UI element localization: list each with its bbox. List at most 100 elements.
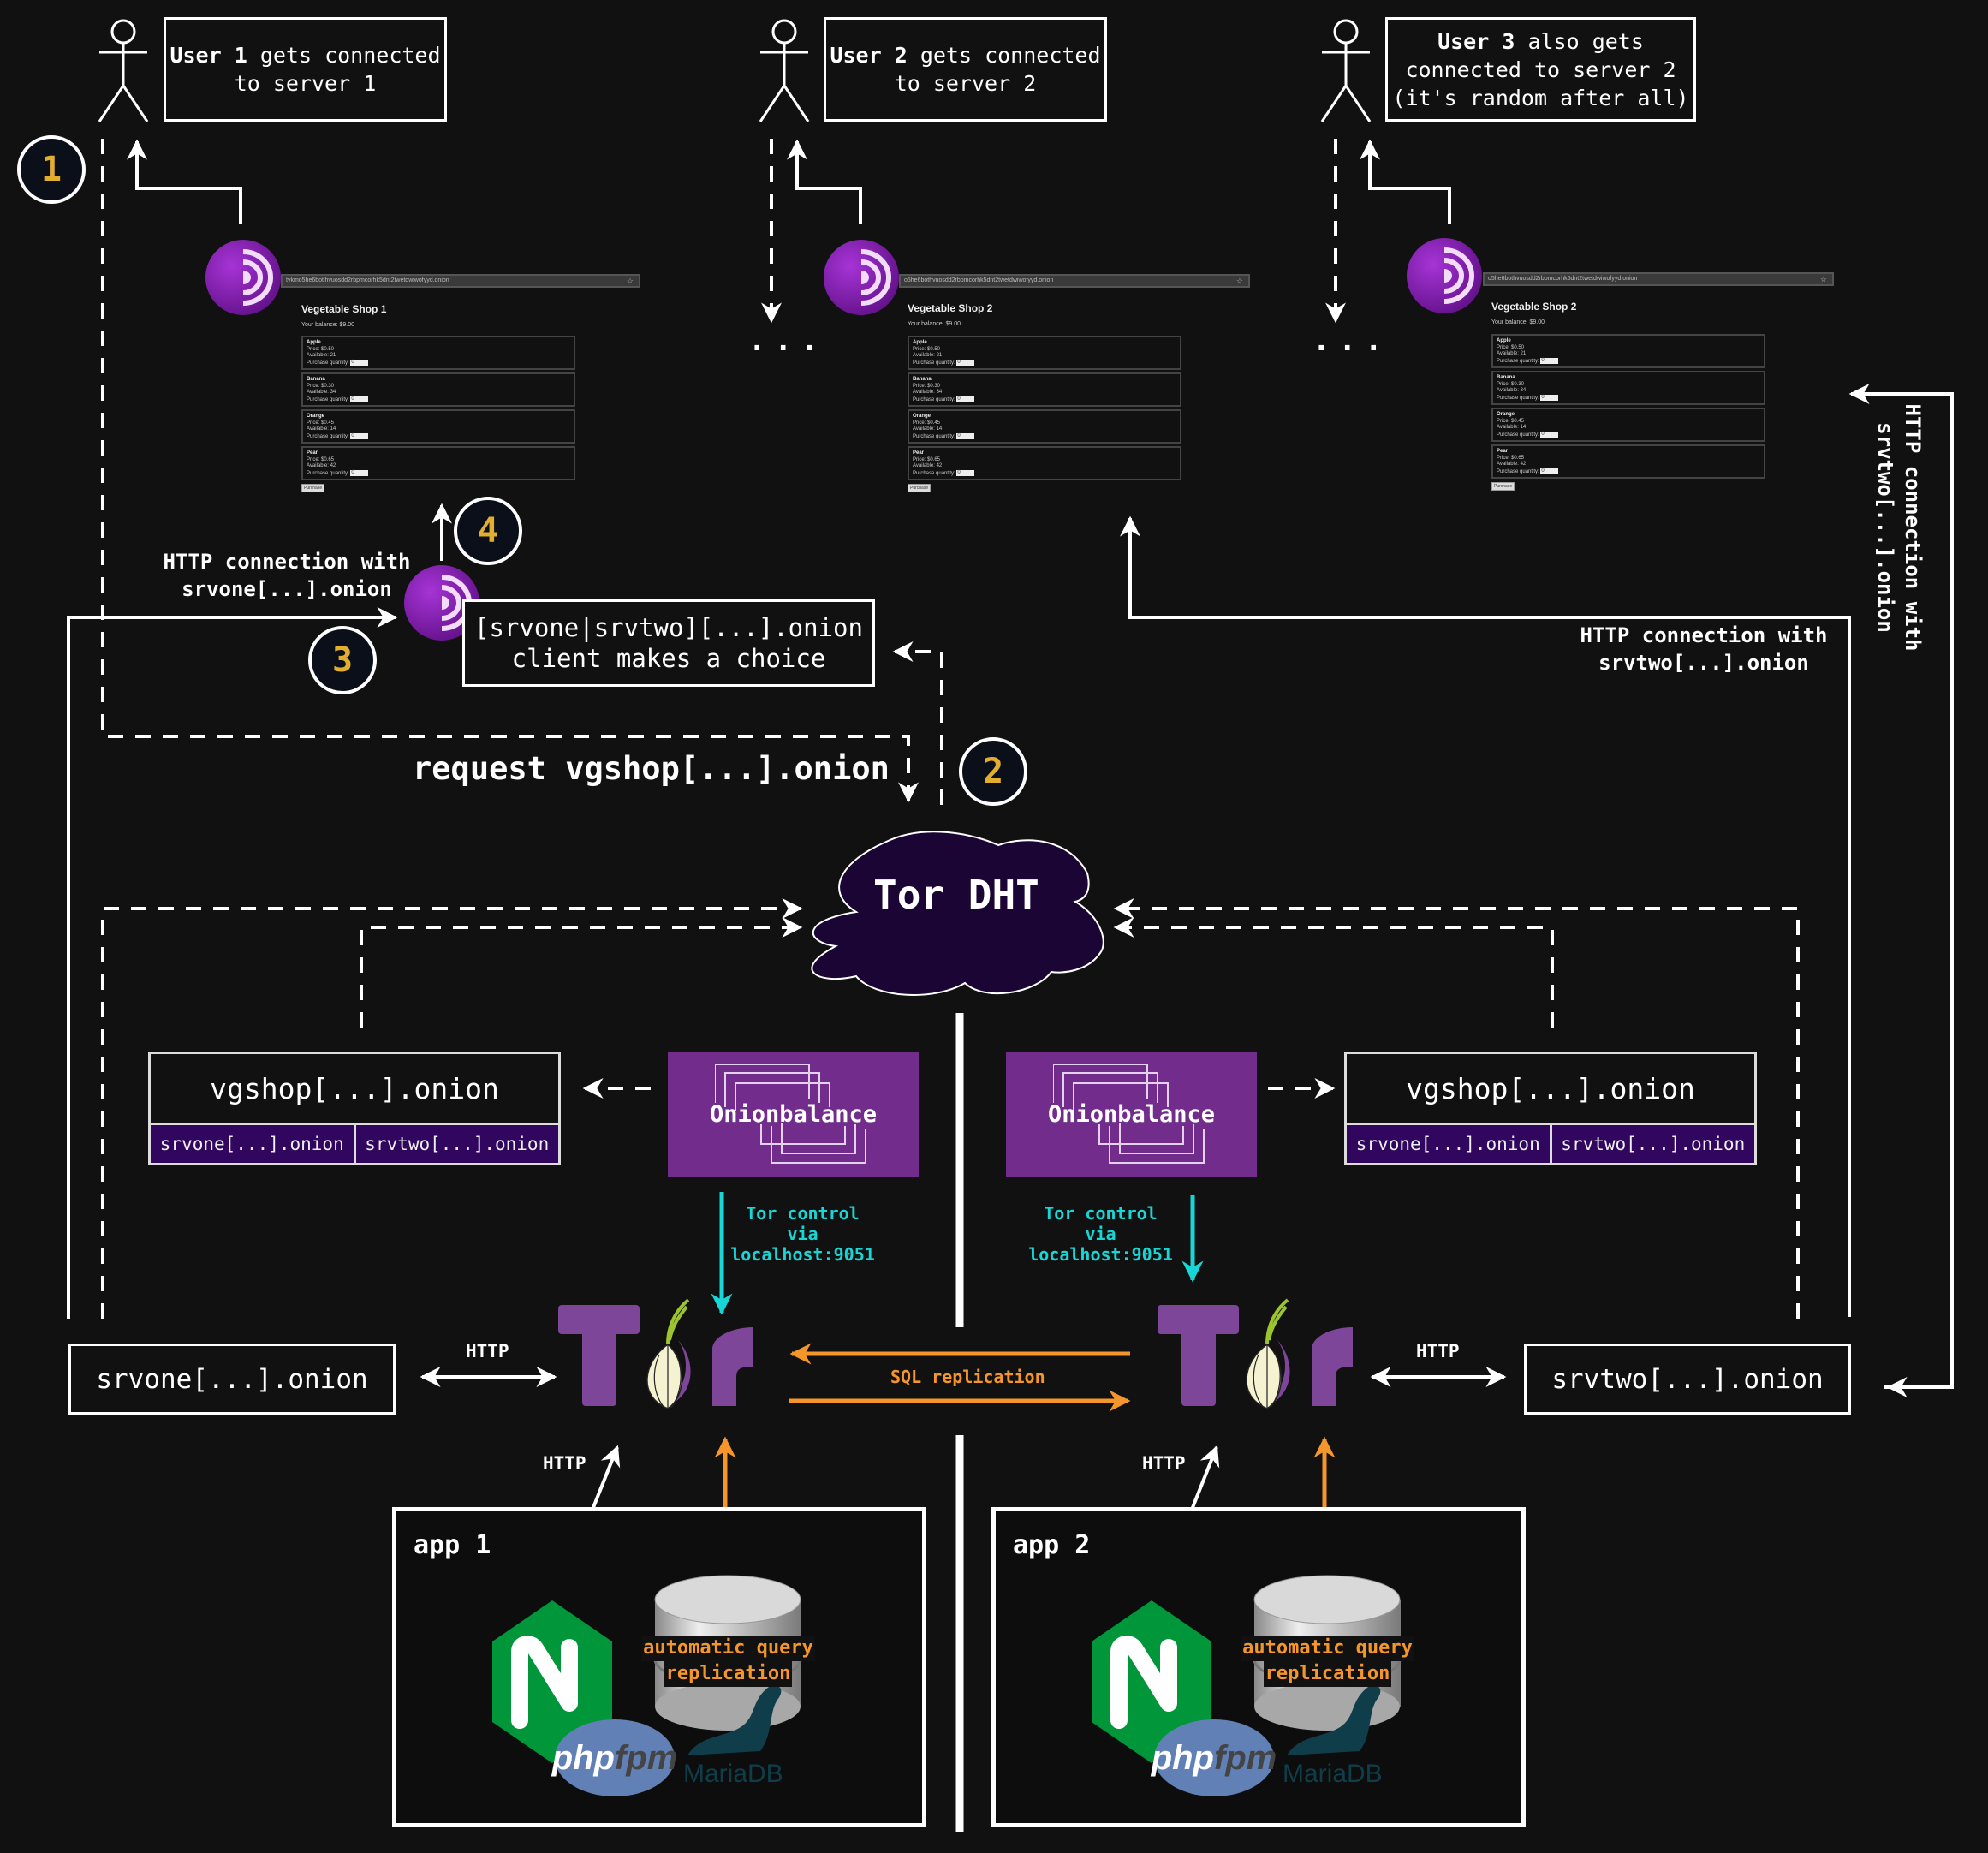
qty-label: Purchase quantity:: [307, 470, 349, 476]
user2-desc: gets connected to server 2: [894, 43, 1101, 96]
mariadb-seal-icon: [687, 1685, 782, 1755]
step-3-badge: 3: [308, 626, 377, 694]
user1-figure: [96, 17, 151, 128]
quantity-input[interactable]: 0: [350, 469, 369, 476]
quantity-input[interactable]: 0: [1540, 394, 1559, 401]
step-1-badge: 1: [17, 135, 86, 204]
quantity-input[interactable]: 0: [956, 396, 975, 402]
user1-name: User 1: [170, 43, 247, 68]
http-srvone-label: HTTP connection with srvone[...].onion: [163, 550, 411, 601]
product-name: Apple: [307, 340, 321, 345]
quantity-input[interactable]: 0: [956, 469, 975, 476]
product-price: Price: $0.50: [913, 346, 941, 352]
balance-text: Your balance: $9.00: [301, 322, 355, 328]
purchase-button[interactable]: Purchase: [1491, 482, 1515, 491]
quantity-input[interactable]: 0: [350, 432, 369, 439]
product-name: Orange: [307, 414, 325, 419]
shop-window-2: o5he6bothvuosdd2rbpmcorhk5dnt2twetdwiwof…: [899, 274, 1250, 497]
arrow-browser2-to-user2: [787, 139, 862, 224]
quantity-input[interactable]: 0: [1540, 468, 1559, 474]
http-label-app1: HTTP: [543, 1453, 586, 1474]
product-price: Price: $0.50: [307, 346, 335, 352]
quantity-input[interactable]: 0: [956, 359, 975, 366]
product-name: Banana: [1497, 375, 1515, 380]
product-price: Price: $0.30: [1497, 381, 1525, 387]
quantity-input[interactable]: 0: [1540, 357, 1559, 364]
phpfpm-fpm: fpm: [615, 1738, 678, 1777]
stick-figure-icon: [98, 19, 149, 122]
product-name: Apple: [913, 340, 927, 345]
purchase-button[interactable]: Purchase: [301, 484, 325, 492]
dashed-dht-to-choice: [892, 641, 943, 805]
user3-desc: also gets connected to server 2 (it's ra…: [1392, 28, 1689, 110]
url-bar[interactable]: tykmo5he6botlhvuosdd2rbpmcorhk5dnt2twetd…: [281, 274, 640, 288]
shop-window-1: tykmo5he6botlhvuosdd2rbpmcorhk5dnt2twetd…: [281, 274, 640, 497]
auto-query-line2: replication: [664, 1661, 793, 1687]
arrow-browser1-to-user1: [127, 139, 242, 224]
product-available: Available: 21: [307, 353, 336, 358]
url-text: o5he6bothvuosdd2rbpmcorhk5dnt2twetdwiwof…: [904, 277, 1054, 283]
product-name: Apple: [1497, 338, 1511, 343]
url-bar[interactable]: o5he6bothvuosdd2rbpmcorhk5dnt2twetdwiwof…: [1483, 272, 1834, 286]
auto-query-line2: replication: [1263, 1661, 1392, 1687]
tor-onion-logo-icon: [1158, 1298, 1353, 1409]
backend-srvtwo: srvtwo[...].onion: [1549, 1125, 1755, 1163]
tor-control-label-1: Tor control via localhost:9051: [730, 1203, 875, 1265]
product-price: Price: $0.65: [1497, 455, 1525, 461]
quantity-input[interactable]: 0: [350, 359, 369, 366]
user1-desc: gets connected to server 1: [234, 43, 441, 96]
product-name: Banana: [913, 377, 932, 382]
bookmark-star-icon[interactable]: ☆: [1235, 277, 1243, 285]
quantity-input[interactable]: 0: [1540, 431, 1559, 438]
tor-browser-icon-2: [824, 240, 899, 315]
bookmark-star-icon[interactable]: ☆: [1819, 275, 1827, 283]
url-bar[interactable]: o5he6bothvuosdd2rbpmcorhk5dnt2twetdwiwof…: [899, 274, 1250, 288]
qty-label: Purchase quantity:: [307, 360, 349, 366]
shop-title: Vegetable Shop 2: [908, 302, 993, 314]
user3-figure: [1318, 17, 1373, 128]
qty-label: Purchase quantity:: [307, 433, 349, 439]
user2-note: User 2 gets connected to server 2: [824, 17, 1107, 122]
bookmark-star-icon[interactable]: ☆: [626, 277, 634, 285]
http-label-app2: HTTP: [1142, 1453, 1186, 1474]
product-name: Orange: [1497, 412, 1515, 417]
qty-label: Purchase quantity:: [913, 433, 955, 439]
srvtwo-box: srvtwo[...].onion: [1524, 1344, 1851, 1415]
product-name: Pear: [307, 450, 318, 456]
arrow-http-srvone: [67, 607, 398, 1319]
user3-note: User 3 also gets connected to server 2 (…: [1385, 17, 1696, 122]
request-label: request vgshop[...].onion: [413, 750, 890, 787]
onionbalance-2: Onionbalance: [1006, 1052, 1257, 1177]
shop-title: Vegetable Shop 2: [1491, 301, 1577, 313]
srvone-box: srvone[...].onion: [68, 1344, 396, 1415]
product-name: Pear: [913, 450, 925, 456]
product-available: Available: 14: [1497, 425, 1527, 430]
step-2-badge: 2: [959, 737, 1027, 806]
quantity-input[interactable]: 0: [956, 432, 975, 439]
phpfpm-php: php: [551, 1738, 615, 1777]
product-price: Price: $0.30: [913, 383, 941, 389]
shop-title: Vegetable Shop 1: [301, 303, 387, 315]
product-price: Price: $0.65: [307, 456, 335, 462]
tor-control-label-2: Tor control via localhost:9051: [1028, 1203, 1173, 1265]
shop-window-3: o5he6bothvuosdd2rbpmcorhk5dnt2twetdwiwof…: [1483, 272, 1834, 495]
dashed-left-inner: [360, 917, 803, 1028]
balance-text: Your balance: $9.00: [1491, 319, 1545, 325]
ellipsis-user2: ...: [748, 324, 827, 358]
onionbalance-1: Onionbalance: [668, 1052, 919, 1177]
purchase-button[interactable]: Purchase: [908, 484, 932, 492]
backend-srvone: srvone[...].onion: [159, 1134, 344, 1154]
quantity-input[interactable]: 0: [350, 396, 369, 402]
nginx-logo-icon: [1092, 1600, 1211, 1763]
auto-query-line1: automatic query: [641, 1636, 815, 1661]
product-available: Available: 34: [1497, 388, 1527, 393]
